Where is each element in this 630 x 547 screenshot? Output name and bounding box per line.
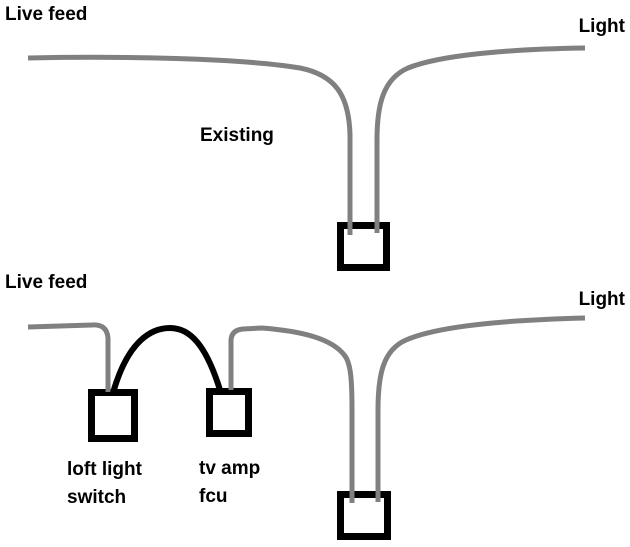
tv-amp-fcu-box [206,388,252,437]
existing-junction-box [337,222,390,271]
existing-live-feed-wire [27,54,353,235]
proposed-live-feed-wire [27,322,111,392]
loft-light-switch-label-line1: loft light [67,459,142,480]
existing-light-wire [374,45,586,233]
loft-light-switch-label: loft light switch [67,456,142,512]
loft-light-switch-box [88,389,138,442]
proposed-live-feed-label: Live feed [5,272,88,293]
tv-amp-fcu-label: tv amp fcu [199,455,260,511]
existing-live-feed-label: Live feed [5,4,88,25]
switch-to-fcu-jumper-wire [110,324,223,394]
proposed-light-wire [375,315,586,502]
fcu-to-junction-wire [228,325,355,503]
proposed-light-label: Light [578,289,625,310]
proposed-junction-box [337,491,391,540]
tv-amp-fcu-label-line1: tv amp [199,458,261,479]
existing-light-label: Light [578,16,625,37]
tv-amp-fcu-label-line2: fcu [199,486,228,507]
existing-caption: Existing [200,125,274,146]
loft-light-switch-label-line2: switch [67,487,127,508]
